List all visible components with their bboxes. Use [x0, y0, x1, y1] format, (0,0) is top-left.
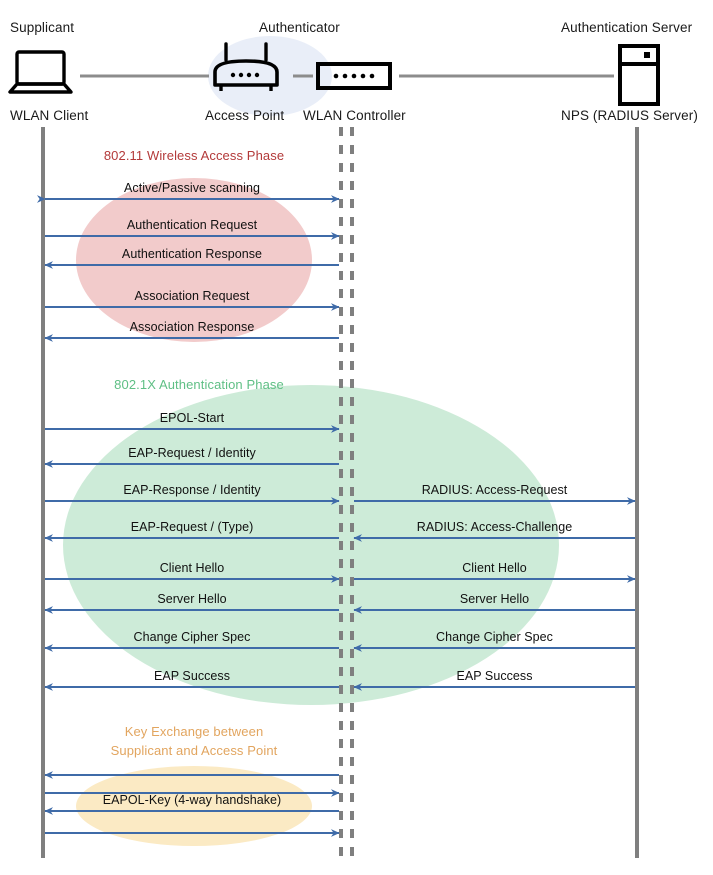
message-label-eap-success-left: EAP Success [153, 669, 231, 683]
node-label-nps-radius-server: NPS (RADIUS Server) [561, 108, 698, 123]
message-label-association-request: Association Request [134, 289, 250, 303]
message-arrow-layer [37, 195, 636, 837]
message-label-radius-access-challenge: RADIUS: Access-Challenge [416, 520, 573, 534]
phase-ellipse-key-exchange [76, 766, 312, 846]
message-label-change-cipher-spec-right: Change Cipher Spec [436, 630, 553, 644]
node-label-wlan-client: WLAN Client [10, 108, 89, 123]
message-label-authentication-request: Authentication Request [126, 218, 258, 232]
phase-title-key-exchange-line1: Key Exchange between [124, 724, 264, 739]
server-icon [618, 44, 660, 106]
role-title-authentication-server: Authentication Server [561, 20, 693, 35]
phase-title-key-exchange: Key Exchange between Supplicant and Acce… [111, 722, 278, 760]
message-label-association-response: Association Response [129, 320, 255, 334]
message-label-eap-request-identity: EAP-Request / Identity [128, 446, 256, 460]
role-title-supplicant: Supplicant [10, 20, 75, 35]
role-title-authenticator: Authenticator [259, 20, 340, 35]
phase-ellipse-wireless-access [76, 178, 312, 342]
message-label-active-passive-scanning: Active/Passive scanning [124, 181, 260, 195]
node-label-wlan-controller: WLAN Controller [303, 108, 406, 123]
message-label-authentication-response: Authentication Response [121, 247, 263, 261]
message-label-eap-request-type: EAP-Request / (Type) [130, 520, 254, 534]
laptop-icon [8, 50, 73, 94]
phase-ellipse-dot1x [63, 385, 559, 705]
message-label-eap-success-right: EAP Success [456, 669, 533, 683]
message-label-server-hello-left: Server Hello [157, 592, 227, 606]
phase-ellipses [63, 178, 559, 846]
wireless-router-icon [213, 42, 279, 91]
phase-title-dot1x: 802.1X Authentication Phase [114, 377, 284, 392]
message-label-change-cipher-spec-left: Change Cipher Spec [133, 630, 251, 644]
phase-title-wireless-access: 802.11 Wireless Access Phase [103, 148, 285, 163]
node-label-access-point: Access Point [205, 108, 285, 123]
message-label-eapol-key-msg-3: EAPOL-Key (4-way handshake) [102, 793, 282, 807]
network-switch-icon [316, 62, 392, 90]
message-label-client-hello-left: Client Hello [159, 561, 225, 575]
message-label-radius-access-request: RADIUS: Access-Request [421, 483, 568, 497]
authenticator-halo [208, 36, 332, 116]
message-label-client-hello-right: Client Hello [462, 561, 527, 575]
message-label-server-hello-right: Server Hello [459, 592, 530, 606]
message-label-eap-response-identity: EAP-Response / Identity [123, 483, 261, 497]
phase-title-key-exchange-line2: Supplicant and Access Point [110, 743, 278, 758]
message-label-eapol-start: EPOL-Start [159, 411, 225, 425]
